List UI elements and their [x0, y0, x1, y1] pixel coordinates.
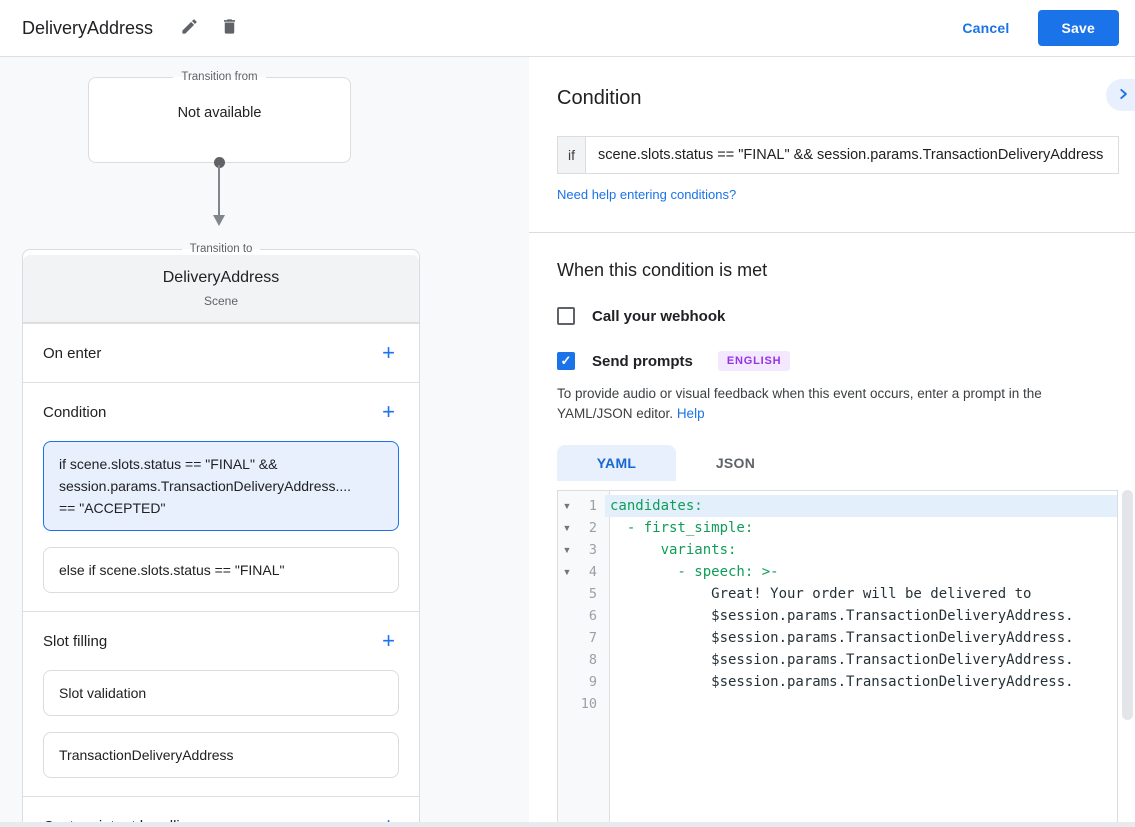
line-number: 1 [588, 498, 597, 514]
add-condition-button[interactable]: + [382, 399, 395, 424]
condition-item-selected[interactable]: if scene.slots.status == "FINAL" && sess… [43, 441, 399, 531]
code-line[interactable]: 8 $session.params.TransactionDeliveryAdd… [558, 649, 1117, 671]
line-number: 3 [588, 542, 597, 558]
pencil-icon [180, 17, 199, 39]
line-number: 6 [588, 608, 597, 624]
code-text: $session.params.TransactionDeliveryAddre… [610, 652, 1074, 668]
page-title: DeliveryAddress [22, 17, 154, 38]
trash-icon [220, 17, 239, 39]
send-prompts-label: Send prompts [592, 352, 693, 370]
code-line[interactable]: 5 Great! Your order will be delivered to [558, 583, 1117, 605]
condition-text-line2: session.params.TransactionDeliveryAddres… [59, 478, 352, 494]
transition-from-value: Not available [177, 105, 262, 121]
code-line[interactable]: 10 [558, 693, 1117, 715]
condition-text-line3: == "ACCEPTED" [59, 500, 166, 516]
line-number: 9 [588, 674, 597, 690]
code-text: variants: [610, 542, 737, 558]
condition-section: Condition + if scene.slots.status == "FI… [23, 382, 419, 611]
slot-filling-label: Slot filling [43, 632, 108, 650]
send-prompts-row: ✓ Send prompts ENGLISH [557, 351, 1135, 371]
code-text [605, 693, 1117, 715]
scene-card-header[interactable]: DeliveryAddress Scene [23, 255, 419, 323]
conditions-help-link[interactable]: Need help entering conditions? [557, 187, 737, 202]
send-prompts-checkbox[interactable]: ✓ [557, 352, 575, 370]
code-text: $session.params.TransactionDeliveryAddre… [610, 608, 1074, 624]
slot-filling-section: Slot filling + Slot validation Transacti… [23, 611, 419, 796]
slot-validation-item[interactable]: Slot validation [43, 670, 399, 716]
tab-yaml[interactable]: YAML [557, 445, 676, 481]
connector-arrowhead-icon [213, 215, 225, 226]
condition-expression-input[interactable] [585, 136, 1119, 174]
transition-from-box: Transition from Not available [88, 71, 351, 163]
yaml-code-editor[interactable]: ▼ 1 candidates: ▼ 2 - first_simple: ▼ 3 … [557, 490, 1118, 827]
scene-graph-pane: Transition from Not available Transition… [0, 57, 529, 827]
on-enter-label: On enter [43, 344, 102, 362]
code-line[interactable]: 7 $session.params.TransactionDeliveryAdd… [558, 627, 1117, 649]
line-number: 2 [588, 520, 597, 536]
code-line[interactable]: ▼ 2 - first_simple: [558, 517, 1117, 539]
line-number: 10 [580, 696, 597, 712]
condition-panel-title: Condition [557, 87, 642, 109]
if-prefix-label: if [557, 136, 585, 174]
line-number: 5 [588, 586, 597, 602]
when-met-title: When this condition is met [557, 260, 768, 280]
scene-card: Transition to DeliveryAddress Scene On e… [22, 243, 420, 827]
webhook-row: Call your webhook [557, 307, 1135, 325]
collapse-panel-button[interactable] [1106, 79, 1135, 111]
on-enter-section: On enter + [23, 323, 419, 382]
code-line[interactable]: 6 $session.params.TransactionDeliveryAdd… [558, 605, 1117, 627]
fold-toggle-icon[interactable]: ▼ [562, 501, 572, 511]
section-divider [529, 232, 1135, 233]
webhook-label: Call your webhook [592, 307, 726, 325]
code-text: $session.params.TransactionDeliveryAddre… [610, 630, 1074, 646]
code-text: $session.params.TransactionDeliveryAddre… [610, 674, 1074, 690]
prompt-description: To provide audio or visual feedback when… [557, 384, 1105, 424]
code-line[interactable]: ▼ 3 variants: [558, 539, 1117, 561]
connector-dot [214, 157, 225, 168]
edit-title-button[interactable] [173, 12, 205, 44]
line-number: 4 [588, 564, 597, 580]
code-text: Great! Your order will be delivered to [610, 586, 1032, 602]
code-text: - first_simple: [610, 520, 754, 536]
transition-from-label: Transition from [181, 71, 258, 83]
add-on-enter-button[interactable]: + [382, 340, 395, 365]
condition-editor-pane: Condition if Need help entering conditio… [529, 57, 1135, 827]
fold-toggle-icon[interactable]: ▼ [562, 545, 572, 555]
code-line[interactable]: 9 $session.params.TransactionDeliveryAdd… [558, 671, 1117, 693]
code-line[interactable]: ▼ 1 candidates: [558, 495, 1117, 517]
fold-toggle-icon[interactable]: ▼ [562, 567, 572, 577]
add-slot-button[interactable]: + [382, 628, 395, 653]
slot-transaction-delivery-address-item[interactable]: TransactionDeliveryAddress [43, 732, 399, 778]
top-bar: DeliveryAddress Cancel Save [0, 0, 1135, 57]
checkmark-icon: ✓ [560, 353, 572, 368]
connector-line [218, 165, 220, 215]
tab-json[interactable]: JSON [676, 445, 795, 481]
chevron-right-icon [1116, 87, 1130, 104]
cancel-button[interactable]: Cancel [962, 20, 1010, 36]
scene-type: Scene [203, 294, 239, 308]
condition-text-line1: if scene.slots.status == "FINAL" && [59, 456, 278, 472]
editor-gutter [558, 491, 610, 826]
scene-name: DeliveryAddress [162, 269, 280, 286]
code-text: - speech: >- [610, 564, 779, 580]
line-number: 7 [588, 630, 597, 646]
transition-to-label: Transition to [189, 243, 253, 255]
delete-scene-button[interactable] [213, 12, 245, 44]
line-number: 8 [588, 652, 597, 668]
code-text: candidates: [605, 495, 1117, 517]
fold-toggle-icon[interactable]: ▼ [562, 523, 572, 533]
language-badge: ENGLISH [717, 351, 791, 371]
editor-tabs: YAML JSON [557, 445, 1135, 481]
save-button[interactable]: Save [1037, 10, 1119, 46]
vertical-scrollbar[interactable] [1122, 490, 1133, 720]
code-line[interactable]: ▼ 4 - speech: >- [558, 561, 1117, 583]
condition-item-else[interactable]: else if scene.slots.status == "FINAL" [43, 547, 399, 593]
webhook-checkbox[interactable] [557, 307, 575, 325]
prompt-description-text: To provide audio or visual feedback when… [557, 386, 1042, 421]
horizontal-scrollbar[interactable] [0, 822, 1135, 827]
condition-section-label: Condition [43, 403, 107, 421]
condition-expression-row: if [557, 136, 1119, 174]
prompt-help-link[interactable]: Help [676, 406, 705, 421]
